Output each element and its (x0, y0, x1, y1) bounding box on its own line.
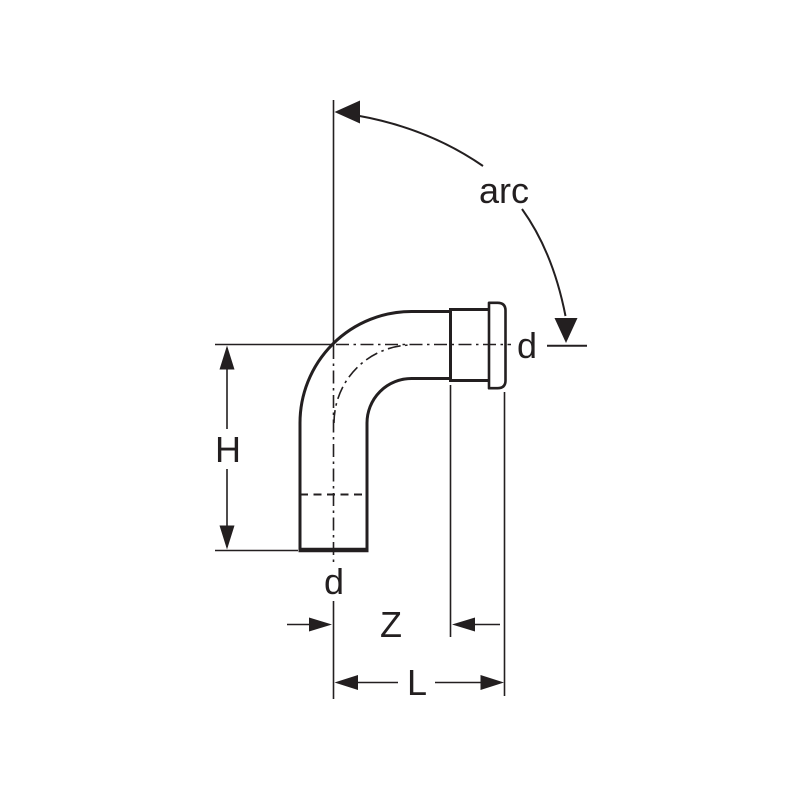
arc-leader-lower (521, 208, 567, 317)
centerlines (215, 100, 587, 699)
bend-centerline-arc (333, 344, 413, 424)
arc-arrowhead-left-icon (334, 100, 360, 124)
arc-leader-upper (356, 114, 484, 167)
fitting-outline (298, 301, 507, 553)
pipe-inner-contour (365, 377, 450, 550)
h-arrowhead-down-icon (219, 525, 235, 550)
arc-dimension: arc (334, 100, 578, 343)
socket-diameter-label: d (517, 325, 537, 366)
length-label: L (407, 662, 427, 703)
z-dimension-label: Z (380, 604, 402, 645)
z-arrowhead-right-icon (309, 617, 332, 632)
socket-bead-lip (487, 301, 507, 390)
arc-arrowhead-down-icon (554, 318, 578, 343)
pipe-diameter-label: d (324, 561, 344, 602)
l-arrowhead-left-icon (334, 675, 358, 690)
height-label: H (215, 429, 241, 470)
pipe-outer-contour (298, 310, 450, 550)
l-arrowhead-right-icon (480, 675, 504, 690)
l-dimension: L (334, 392, 506, 703)
h-dimension: H (215, 345, 298, 552)
arc-label: arc (479, 170, 529, 211)
h-arrowhead-up-icon (219, 345, 235, 370)
z-dimension: Z (287, 385, 500, 645)
z-arrowhead-left-icon (452, 617, 475, 632)
